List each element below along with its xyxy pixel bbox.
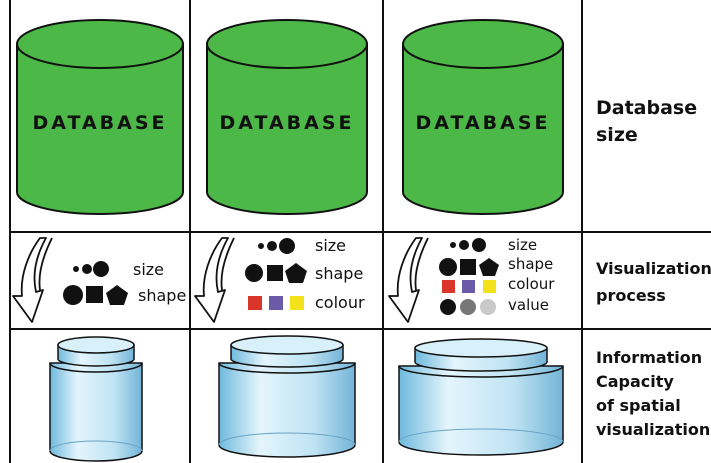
row-label-line: Information — [596, 348, 703, 367]
row-label-database-size: Database size — [596, 95, 697, 149]
size-dots-icon — [258, 238, 295, 254]
colour-swatch-yellow — [290, 296, 304, 310]
down-arrow-icon — [388, 237, 429, 323]
jar-medium — [218, 335, 356, 458]
shapes-icon — [63, 285, 128, 305]
encoding-label-value: value — [508, 296, 549, 314]
colour-swatch-yellow — [483, 280, 496, 293]
database-label-1: DATABASE — [32, 112, 168, 134]
encoding-label-size: size — [133, 260, 165, 279]
encoding-label-size: size — [508, 236, 538, 254]
row-label-line: visualization — [596, 420, 711, 439]
encoding-label-shape: shape — [508, 255, 554, 273]
size-dots-icon — [73, 261, 109, 277]
colour-swatch-purple — [269, 296, 283, 310]
jar-small — [49, 336, 143, 462]
jar-large — [398, 338, 564, 456]
grid-line-h1 — [9, 231, 711, 233]
colour-swatches — [442, 280, 502, 294]
colour-swatch-purple — [462, 280, 475, 293]
database-label-3: DATABASE — [415, 112, 551, 134]
encoding-label-colour: colour — [508, 275, 555, 293]
colour-swatch-red — [248, 296, 262, 310]
encoding-label-colour: colour — [315, 293, 365, 312]
down-arrow-icon — [12, 237, 53, 323]
row-label-information-capacity: Information Capacity of spatial visualiz… — [596, 346, 710, 442]
encoding-label-shape: shape — [138, 286, 187, 305]
row-label-line: Database — [596, 97, 698, 119]
down-arrow-icon — [194, 237, 235, 323]
database-cylinder-2 — [206, 19, 368, 215]
database-cylinder-1 — [16, 19, 184, 215]
database-label-2: DATABASE — [219, 112, 355, 134]
shapes-icon — [439, 258, 499, 276]
size-dots-icon — [450, 238, 486, 252]
value-dots-icon — [440, 299, 496, 315]
grid-line-h2 — [9, 328, 711, 330]
row-label-line: of spatial — [596, 396, 681, 415]
database-cylinder-3 — [402, 19, 564, 215]
row-label-line: Visualization — [596, 259, 711, 278]
row-label-visualization-process: Visualization process — [596, 255, 711, 309]
encoding-label-shape: shape — [315, 264, 364, 283]
colour-swatches — [248, 296, 308, 312]
shapes-icon — [245, 263, 307, 283]
row-label-line: size — [596, 124, 638, 146]
encoding-label-size: size — [315, 236, 347, 255]
colour-swatch-red — [442, 280, 455, 293]
row-label-line: Capacity — [596, 372, 674, 391]
row-label-line: process — [596, 286, 666, 305]
